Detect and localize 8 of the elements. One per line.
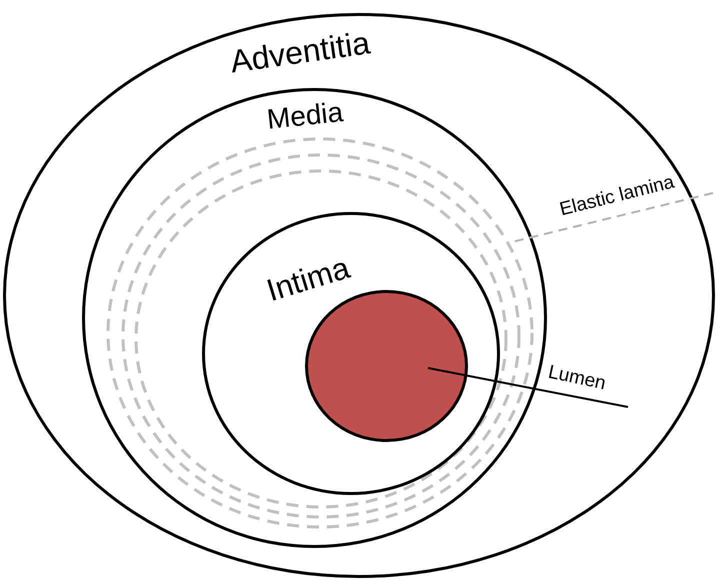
leader-line: [512, 192, 714, 243]
dashed-ring-drawing: [105, 136, 535, 530]
vessel-layer-circle: [82, 88, 547, 548]
part-label: Lumen: [546, 362, 608, 394]
part-label: Elastic lamina: [558, 172, 676, 220]
vessel-layer-circle: [3, 13, 715, 578]
vessel-layer-circle: [202, 212, 500, 495]
leader-line: [428, 367, 628, 408]
